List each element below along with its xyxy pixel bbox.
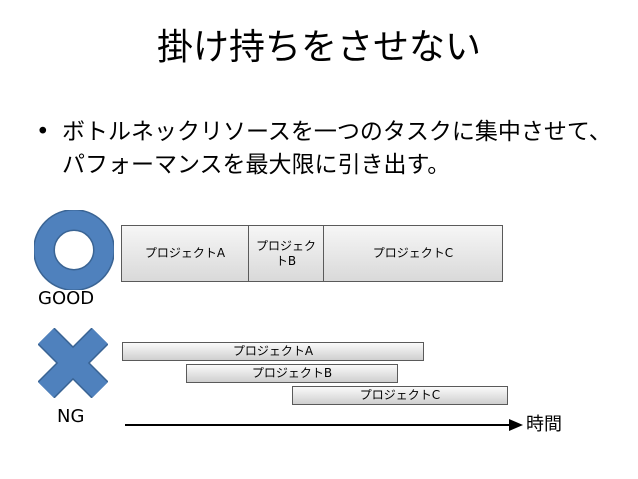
ng-project-a: プロジェクトA <box>122 342 424 361</box>
time-label: 時間 <box>526 414 562 435</box>
bullet-text: ボトルネックリソースを一つのタスクに集中させて、パフォーマンスを最大限に引き出す… <box>62 119 612 178</box>
good-project-a: プロジェクトA <box>122 226 249 281</box>
bullet-marker: • <box>36 119 50 145</box>
ng-label: NG <box>57 406 85 427</box>
good-label: GOOD <box>38 288 95 309</box>
circle-o-icon <box>34 210 114 290</box>
good-project-c: プロジェクトC <box>372 246 454 260</box>
good-project-bar: プロジェクトA プロジェクトB プロジェクトC <box>121 225 503 282</box>
cross-x-icon <box>38 328 108 398</box>
bullet-point: • ボトルネックリソースを一つのタスクに集中させて、パフォーマンスを最大限に引き出… <box>36 116 632 182</box>
ng-project-b: プロジェクトB <box>186 364 398 383</box>
time-arrow <box>125 419 523 431</box>
good-project-b: プロジェクトB <box>249 226 324 281</box>
slide-title: 掛け持ちをさせない <box>156 27 481 68</box>
ng-project-c: プロジェクトC <box>292 386 508 405</box>
